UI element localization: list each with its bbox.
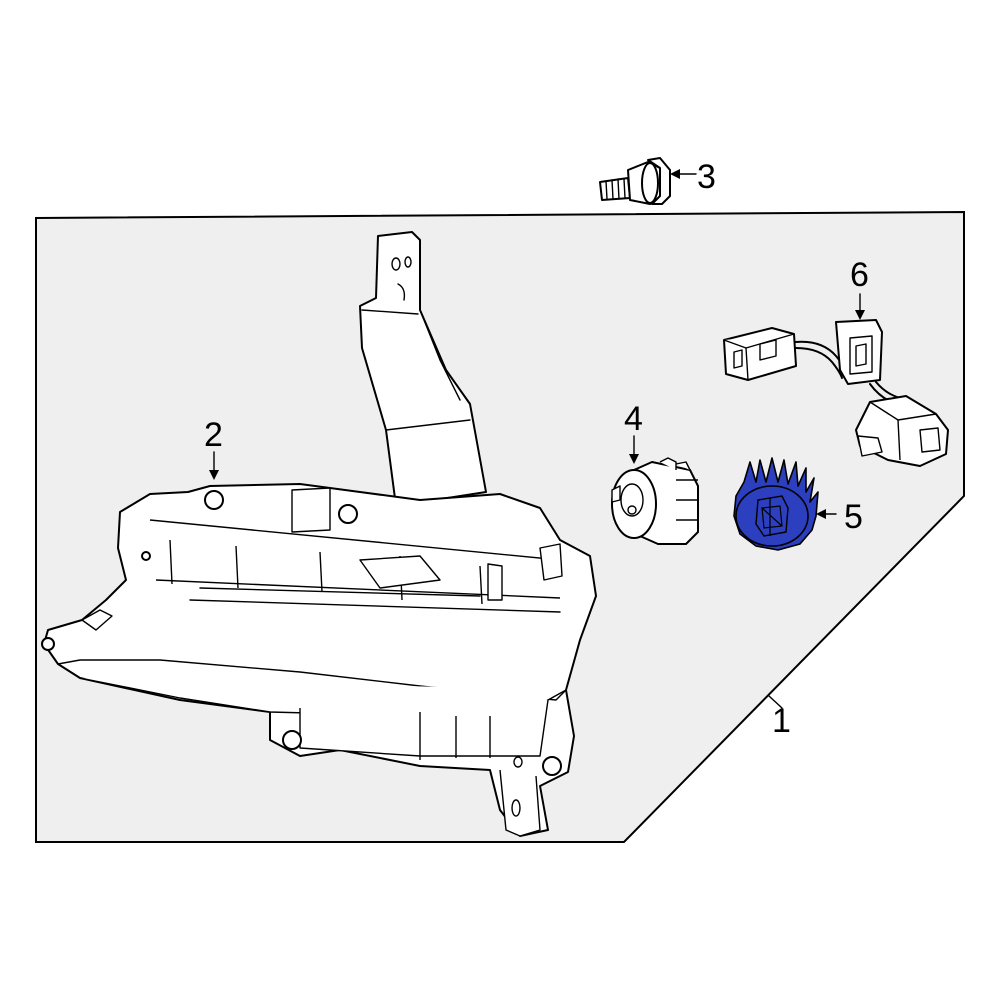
callout-3: 3 bbox=[697, 158, 716, 196]
callout-6: 6 bbox=[850, 256, 869, 294]
callout-5: 5 bbox=[844, 498, 863, 536]
callout-2: 2 bbox=[204, 416, 223, 454]
callout-leaders bbox=[209, 169, 865, 709]
wiring-harness[interactable] bbox=[723, 319, 949, 467]
bulb-socket[interactable] bbox=[611, 457, 699, 545]
callout-4: 4 bbox=[624, 400, 643, 438]
bolt-part[interactable] bbox=[599, 157, 671, 205]
callout-labels: 1 2 3 4 5 6 bbox=[204, 158, 869, 740]
highlighted-bulb-socket[interactable] bbox=[733, 457, 819, 551]
callout-1: 1 bbox=[772, 702, 791, 740]
fog-lamp-housing[interactable] bbox=[41, 231, 597, 837]
